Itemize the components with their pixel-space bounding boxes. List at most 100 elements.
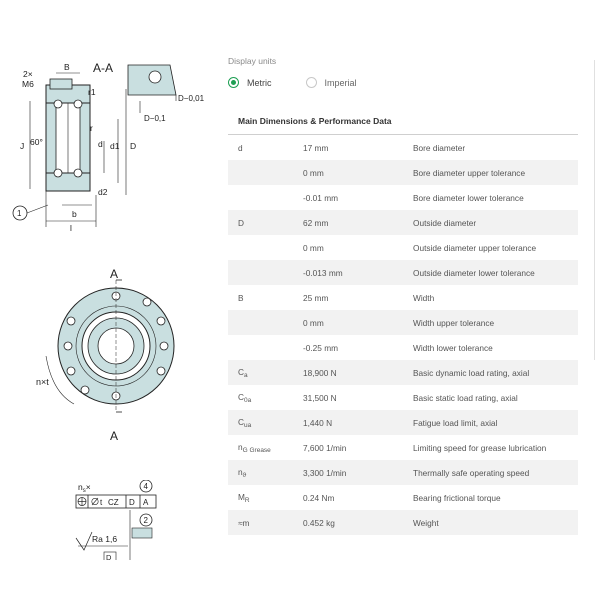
label-two-x: 2× (23, 69, 33, 79)
label-j: J (20, 141, 24, 151)
row-description: Outside diameter (413, 210, 578, 235)
row-value: -0.013 mm (303, 260, 413, 285)
symbol-text: D (238, 217, 244, 228)
section-label: A-A (93, 61, 113, 75)
row-description: Basic dynamic load rating, axial (413, 360, 578, 385)
callout-2: 2 (144, 516, 149, 525)
frame-cz: CZ (108, 498, 119, 507)
symbol-subscript: R (244, 496, 250, 504)
row-description: Width (413, 292, 435, 303)
front-view-drawing: A A n×t (36, 267, 175, 443)
row-description: Thermally safe operating speed (413, 460, 578, 485)
row-value: 17 mm (303, 142, 329, 153)
row-symbol: C0a (228, 385, 303, 410)
row-description: Bore diameter lower tolerance (413, 192, 524, 203)
row-description: Bearing frictional torque (413, 492, 501, 503)
label-ns: n (78, 482, 83, 492)
row-value: 25 mm (303, 292, 329, 303)
label-d2: d2 (98, 187, 108, 197)
row-symbol: Cua (228, 410, 303, 435)
row-value: 18,900 N (303, 360, 413, 385)
row-description: Width upper tolerance (413, 310, 578, 335)
label-a-top: A (110, 267, 118, 281)
row-value: -0.25 mm (303, 342, 339, 353)
callout-1: 1 (17, 209, 22, 218)
radio-unselected-icon[interactable] (305, 77, 317, 88)
row-value: 3,300 1/min (303, 460, 413, 485)
row-description: Outside diameter upper tolerance (413, 242, 537, 253)
row-description: Width lower tolerance (413, 342, 493, 353)
frame-a: A (143, 498, 149, 507)
label-r: r (90, 123, 93, 133)
row-value: 0.452 kg (303, 510, 413, 535)
label-d-tol1: D−0,01 (178, 94, 205, 103)
label-ra: Ra 1,6 (92, 534, 117, 544)
label-sixty: 60° (30, 137, 43, 147)
table-row: B 25 mm Width (228, 285, 578, 310)
row-value: 0.24 Nm (303, 492, 335, 503)
row-description: Bore diameter (413, 142, 466, 153)
label-d: d (98, 139, 103, 149)
row-description: Weight (413, 510, 578, 535)
cross-section-drawing: 2× M6 B A-A r1 r J d d1 D d2 60° 1 b l D… (12, 61, 205, 233)
row-description: Limiting speed for grease lubrication (413, 442, 547, 453)
radio-selected-icon[interactable] (228, 77, 239, 88)
radio-imperial[interactable]: Imperial (305, 77, 357, 88)
label-b: B (64, 62, 70, 72)
row-symbol: nG Grease (228, 435, 303, 460)
symbol-text: B (238, 292, 244, 303)
label-nx: n×t (36, 377, 49, 387)
tolerance-detail-drawing: ns× t CZ D A 4 2 Ra 1,6 D (75, 480, 157, 560)
row-symbol (228, 310, 303, 335)
symbol-text: ≈m (238, 517, 250, 528)
row-symbol: nϑ (228, 460, 303, 485)
scrollbar-track[interactable] (594, 60, 595, 360)
frame-d: D (129, 498, 135, 507)
row-value: 7,600 1/min (303, 442, 347, 453)
row-value: 0 mm (303, 242, 324, 253)
row-symbol: Ca (228, 360, 303, 385)
symbol-text: M (238, 491, 245, 502)
label-m6: M6 (22, 79, 34, 89)
row-symbol (228, 335, 303, 360)
display-units-label: Display units (228, 56, 277, 66)
row-description: Outside diameter lower tolerance (413, 260, 578, 285)
display-units-section: Display units Metric Imperial (228, 56, 568, 88)
row-symbol (228, 235, 303, 260)
label-d-tol2: D−0,1 (144, 114, 166, 123)
row-value: 0 mm (303, 310, 413, 335)
radio-imperial-label: Imperial (324, 77, 357, 88)
row-symbol: D (228, 210, 303, 235)
row-symbol: B (228, 285, 303, 310)
row-value: 0 mm (303, 160, 413, 185)
label-r1: r1 (88, 87, 96, 97)
symbol-text: C (238, 391, 244, 402)
radio-metric-label: Metric (247, 77, 272, 88)
symbol-text: n (238, 466, 243, 477)
row-value: 1,440 N (303, 410, 413, 435)
units-radio-group: Metric Imperial (228, 77, 568, 88)
row-symbol: d (228, 135, 303, 160)
frame-t: t (100, 498, 103, 507)
table-row: -0.25 mm Width lower tolerance (228, 335, 578, 360)
row-symbol (228, 185, 303, 210)
svg-text:ns×: ns× (78, 482, 91, 494)
symbol-subscript: a (244, 371, 248, 379)
row-description: Bore diameter upper tolerance (413, 160, 578, 185)
label-b-small: b (72, 209, 77, 219)
row-symbol: MR (228, 485, 303, 510)
radio-metric[interactable]: Metric (228, 77, 272, 88)
row-symbol (228, 260, 303, 285)
symbol-subscript: ua (244, 421, 252, 429)
label-a-bottom: A (110, 429, 118, 443)
table-row: 0 mm Outside diameter upper tolerance (228, 235, 578, 260)
